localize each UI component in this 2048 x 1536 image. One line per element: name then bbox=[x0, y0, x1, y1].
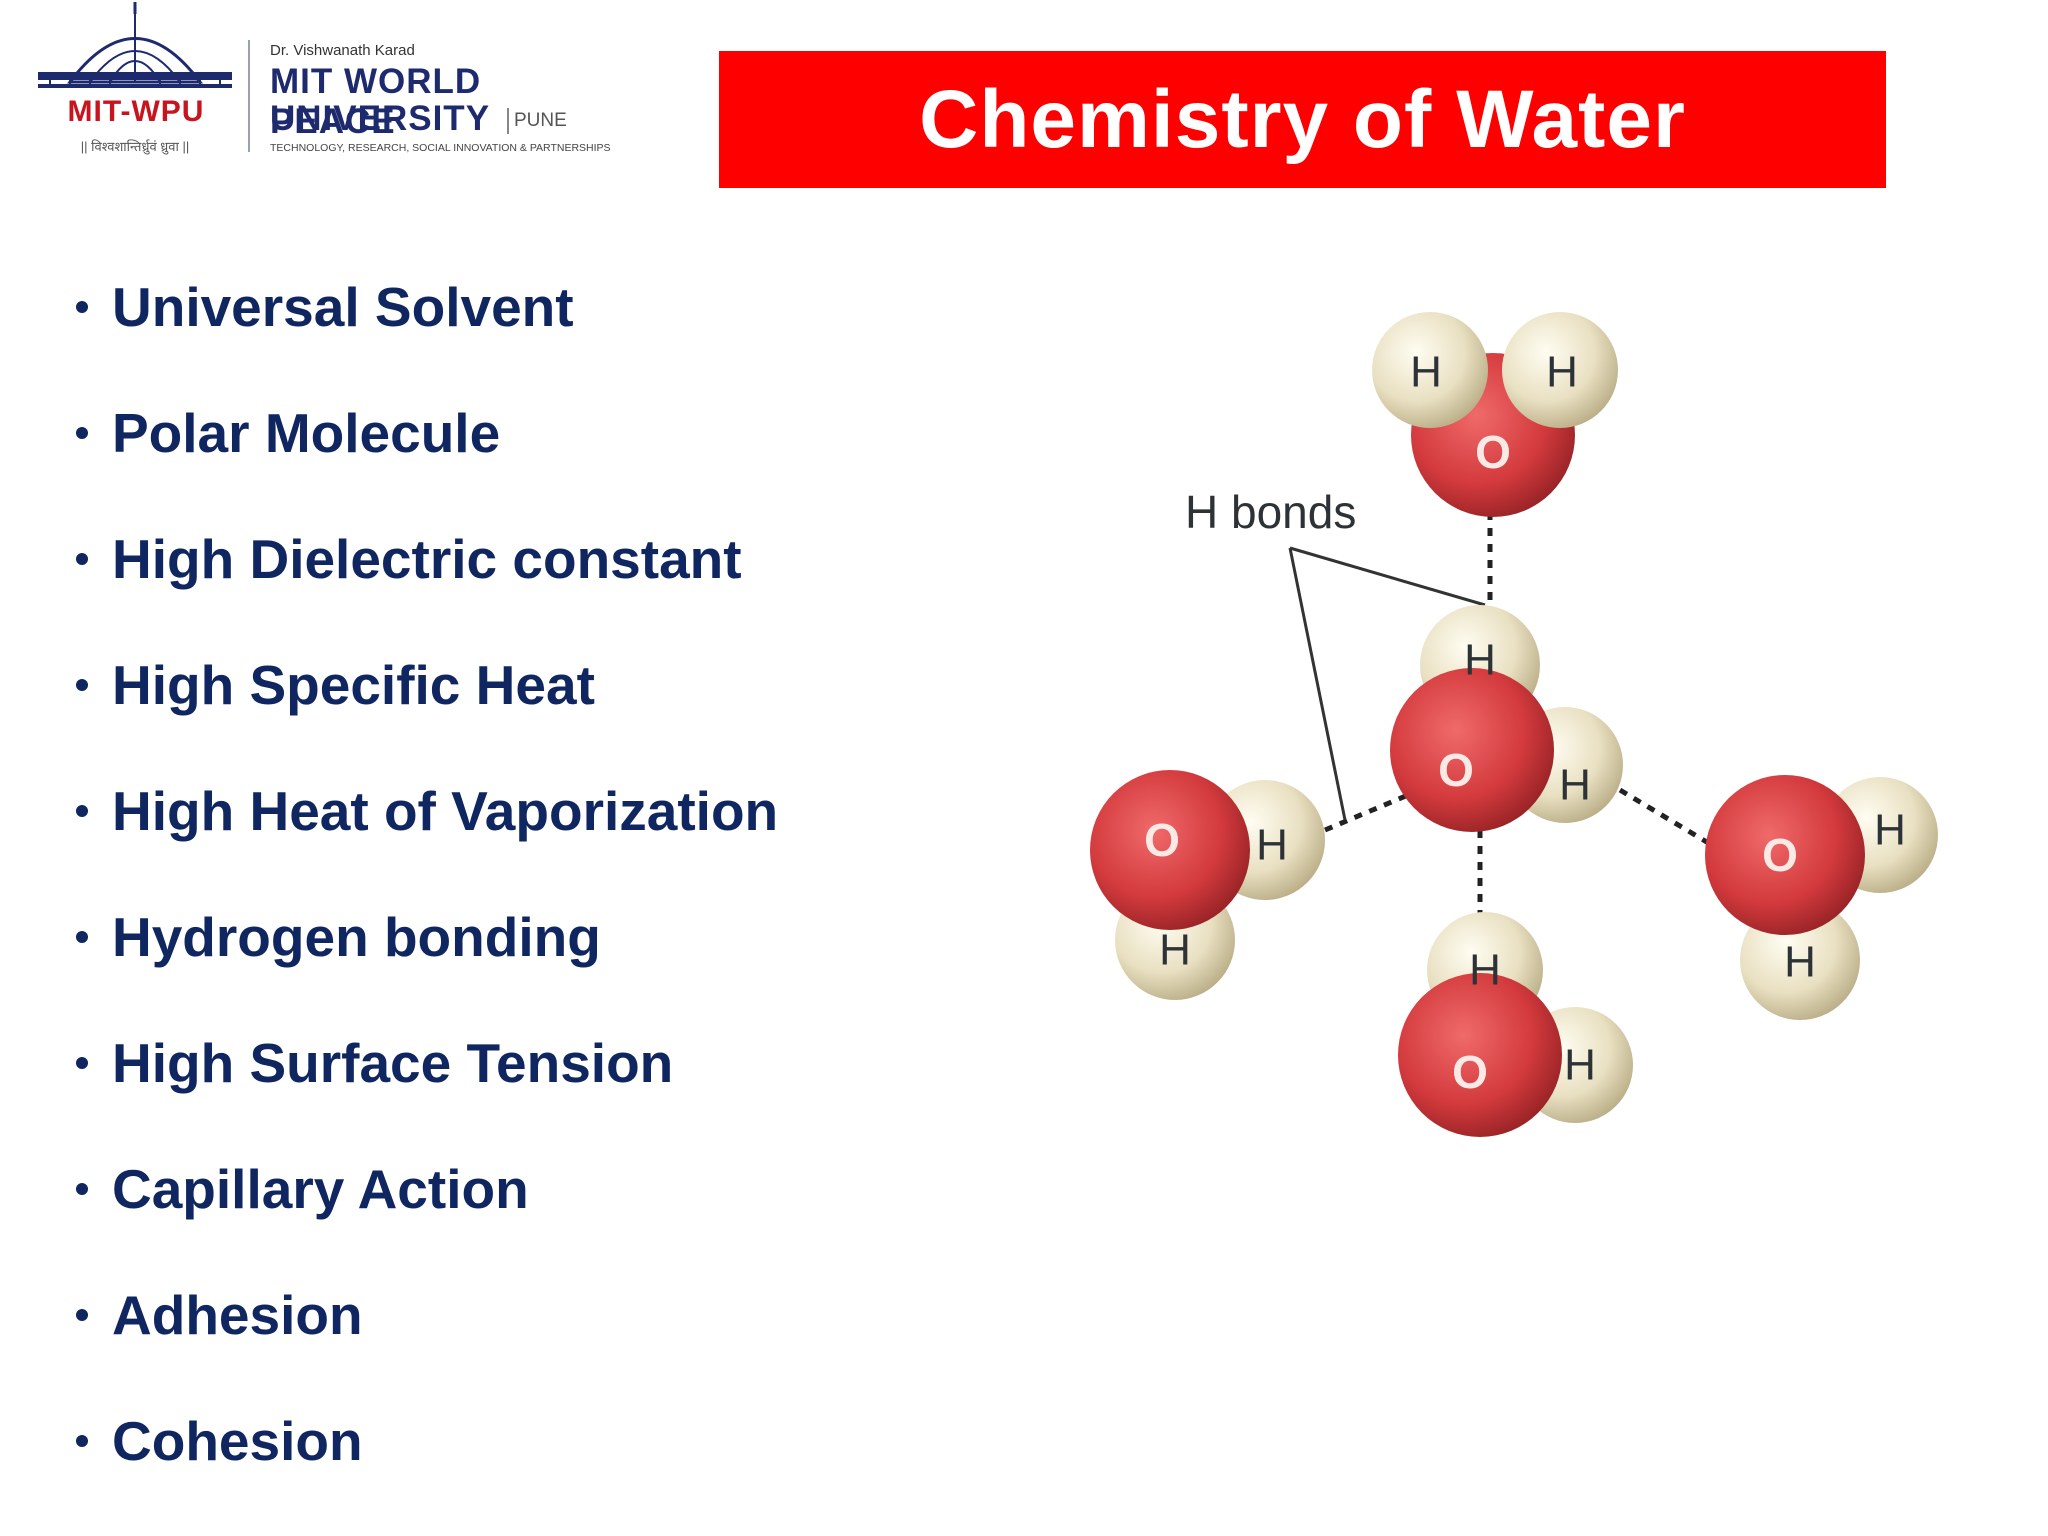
logo-name-line2: UNIVERSITY bbox=[270, 99, 491, 138]
hydrogen-label: H bbox=[1256, 821, 1288, 870]
hydrogen-label: H bbox=[1784, 938, 1816, 987]
list-item: Cohesion bbox=[72, 1378, 778, 1504]
hydrogen-label: H bbox=[1464, 636, 1496, 685]
water-molecule-right: H H O bbox=[1705, 775, 1938, 1020]
list-item-text: Adhesion bbox=[112, 1284, 363, 1346]
oxygen-label: O bbox=[1144, 814, 1180, 866]
list-item: High Dielectric constant bbox=[72, 496, 778, 622]
bullet-icon bbox=[76, 427, 88, 439]
list-item: High Specific Heat bbox=[72, 622, 778, 748]
logo-city-divider bbox=[507, 108, 509, 134]
oxygen-label: O bbox=[1452, 1046, 1488, 1098]
list-item-text: Capillary Action bbox=[112, 1158, 529, 1220]
water-molecule-bottom: H H O bbox=[1398, 912, 1633, 1137]
hydrogen-label: H bbox=[1410, 348, 1442, 397]
list-item: Hydrogen bonding bbox=[72, 874, 778, 1000]
oxygen-label: O bbox=[1438, 744, 1474, 796]
bullet-icon bbox=[76, 1057, 88, 1069]
list-item: Capillary Action bbox=[72, 1126, 778, 1252]
hydrogen-label: H bbox=[1546, 348, 1578, 397]
list-item-text: High Surface Tension bbox=[112, 1032, 674, 1094]
property-list: Universal Solvent Polar Molecule High Di… bbox=[72, 244, 778, 1504]
logo-motto: || विश्वशान्तिर्ध्रुवं ध्रुवा || bbox=[80, 139, 190, 154]
hydrogen-label: H bbox=[1564, 1041, 1596, 1090]
dome-emblem-icon bbox=[38, 2, 232, 88]
hydrogen-label: H bbox=[1159, 926, 1191, 975]
list-item-text: High Specific Heat bbox=[112, 654, 595, 716]
logo-name-line1: MIT WORLD PEACE bbox=[270, 62, 482, 141]
logo-founder: Dr. Vishwanath Karad bbox=[270, 42, 415, 59]
bullet-icon bbox=[76, 679, 88, 691]
oxygen-label: O bbox=[1762, 829, 1798, 881]
list-item-text: Hydrogen bonding bbox=[112, 906, 601, 968]
bullet-icon bbox=[76, 553, 88, 565]
logo-abbreviation: MIT-WPU bbox=[67, 95, 205, 128]
water-hbond-diagram: H bonds H H O H H O H H O H H O bbox=[1090, 312, 1938, 1137]
bullet-icon bbox=[76, 1309, 88, 1321]
list-item-text: High Dielectric constant bbox=[112, 528, 742, 590]
bullet-icon bbox=[76, 1183, 88, 1195]
hbond-leader-lines bbox=[1288, 546, 1486, 821]
list-item-text: Cohesion bbox=[112, 1410, 363, 1472]
water-molecule-center: H H O bbox=[1390, 605, 1623, 832]
water-molecule-left: H H O bbox=[1090, 770, 1325, 1000]
hydrogen-label: H bbox=[1469, 946, 1501, 995]
bullet-icon bbox=[76, 805, 88, 817]
list-item: High Heat of Vaporization bbox=[72, 748, 778, 874]
list-item: High Surface Tension bbox=[72, 1000, 778, 1126]
list-item: Polar Molecule bbox=[72, 370, 778, 496]
list-item-text: Polar Molecule bbox=[112, 402, 501, 464]
water-molecule-top: H H O bbox=[1372, 312, 1618, 517]
hydrogen-label: H bbox=[1559, 761, 1591, 810]
logo-city: PUNE bbox=[514, 110, 567, 131]
bullet-icon bbox=[76, 301, 88, 313]
bullet-icon bbox=[76, 1435, 88, 1447]
hbond-label: H bonds bbox=[1185, 486, 1356, 538]
university-logo: MIT-WPU || विश्वशान्तिर्ध्रुवं ध्रुवा ||… bbox=[30, 0, 611, 175]
slide-title: Chemistry of Water bbox=[919, 73, 1686, 165]
hydrogen-label: H bbox=[1874, 806, 1906, 855]
bullet-icon bbox=[76, 931, 88, 943]
list-item-text: High Heat of Vaporization bbox=[112, 780, 779, 842]
logo-tagline: TECHNOLOGY, RESEARCH, SOCIAL INNOVATION … bbox=[270, 142, 611, 154]
list-item: Adhesion bbox=[72, 1252, 778, 1378]
oxygen-label: O bbox=[1475, 426, 1511, 478]
title-banner: Chemistry of Water bbox=[719, 51, 1886, 188]
logo-divider bbox=[248, 40, 250, 152]
list-item-text: Universal Solvent bbox=[112, 276, 574, 338]
list-item: Universal Solvent bbox=[72, 244, 778, 370]
